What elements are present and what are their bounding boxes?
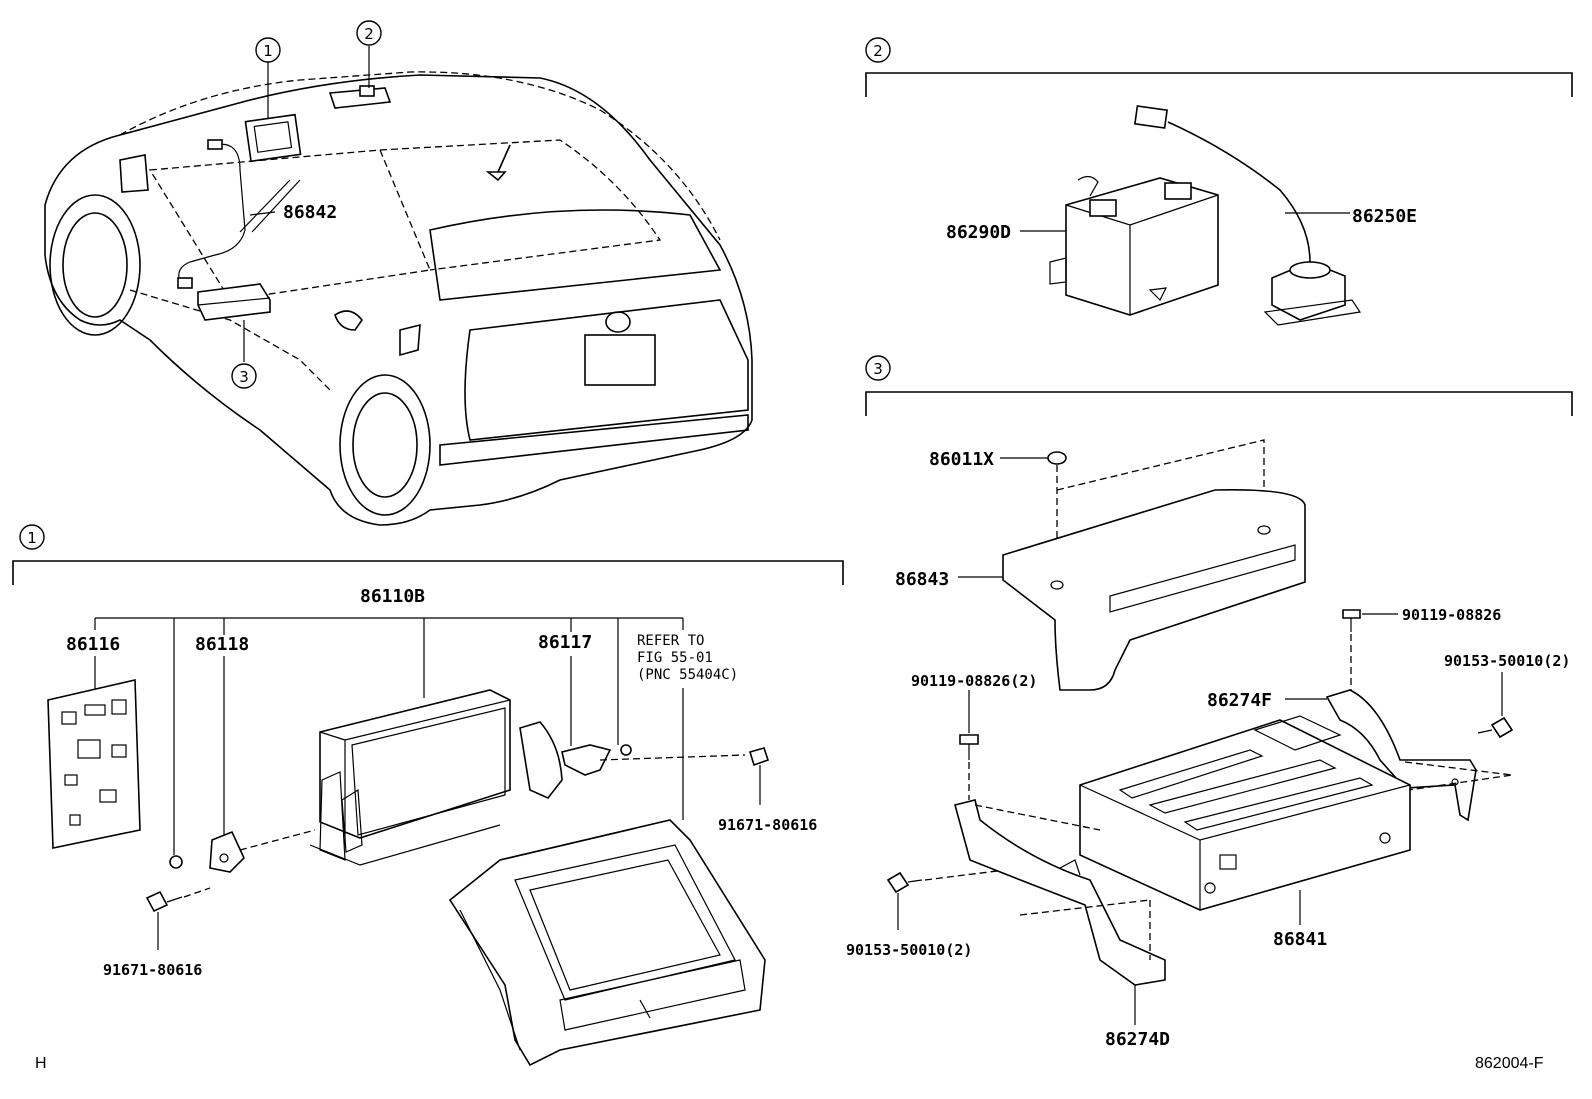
section-1: 1 86110B 86116 86118 86117 REFER TO FIG …: [12, 524, 844, 1067]
screw-90119-left: [959, 690, 979, 800]
part-label-86274d: 86274D: [1105, 1029, 1170, 1050]
car-overview-illustration: [44, 46, 753, 526]
refer-note-line2: FIG 55-01: [637, 650, 713, 666]
part-label-91671-80616-right: 91671-80616: [718, 816, 817, 834]
corner-mark: H: [35, 1055, 47, 1072]
svg-text:1: 1: [27, 529, 37, 547]
svg-text:3: 3: [873, 360, 883, 378]
bolt-90153-right: [1477, 672, 1514, 739]
part-86250e-antenna: [1133, 105, 1362, 326]
bolt-91671-right: [748, 747, 770, 805]
part-86110b-display-unit: [309, 689, 563, 866]
part-86116-circuit-board: [47, 656, 141, 849]
part-86843-cover: [1002, 488, 1306, 691]
callout-1-section: 1: [19, 524, 45, 550]
part-label-86290d: 86290D: [946, 222, 1011, 243]
part-label-86117: 86117: [538, 632, 592, 653]
part-label-86841: 86841: [1273, 929, 1327, 950]
part-86118-bracket: [209, 656, 316, 873]
part-label-86118: 86118: [195, 634, 249, 655]
refer-note-line3: (PNC 55404C): [637, 667, 738, 683]
part-label-86110b: 86110B: [360, 586, 425, 607]
bolt-91671-left: [145, 887, 211, 950]
svg-text:1: 1: [263, 42, 273, 60]
screw-small-left: [169, 855, 183, 869]
callout-3-section: 3: [865, 355, 891, 381]
part-86117-bracket: [561, 656, 746, 776]
part-label-86116: 86116: [66, 634, 120, 655]
svg-text:2: 2: [364, 25, 374, 43]
part-label-90119-08826-top: 90119-08826: [1402, 606, 1501, 624]
part-label-86011x: 86011X: [929, 449, 994, 470]
part-86290d-module: [1020, 175, 1219, 316]
part-label-86843: 86843: [895, 569, 949, 590]
callout-2-section: 2: [865, 37, 891, 63]
callout-3-overview: 3: [231, 363, 257, 389]
figure-code: 862004-F: [1475, 1055, 1544, 1072]
callout-2-overview: 2: [356, 20, 382, 46]
part-label-86842: 86842: [283, 202, 337, 223]
part-label-86250e: 86250E: [1352, 206, 1417, 227]
svg-text:2: 2: [873, 42, 883, 60]
part-label-90153-50010-right: 90153-50010(2): [1444, 652, 1570, 670]
part-label-91671-80616-left: 91671-80616: [103, 961, 202, 979]
part-label-90153-50010-left: 90153-50010(2): [846, 941, 972, 959]
part-label-90119-08826-left: 90119-08826(2): [911, 672, 1037, 690]
part-label-86274f: 86274F: [1207, 690, 1272, 711]
callout-1-overview: 1: [255, 37, 281, 63]
refer-note-line1: REFER TO: [637, 633, 704, 649]
screw-90119-top-right: [1342, 609, 1398, 695]
part-86011x-clip: [1047, 451, 1067, 465]
section-3: 3 86011X 86843 90119-08826: [846, 355, 1573, 1050]
bolt-90153-left: [886, 869, 1006, 930]
part-86841-unit: [1079, 715, 1411, 925]
section-2: 2 86290D 86250E: [865, 37, 1573, 326]
svg-text:3: 3: [239, 368, 249, 386]
panel-55404c-bezel: [448, 819, 766, 1067]
part-86274d-bracket: [954, 799, 1166, 1025]
part-86274f-bracket: [1285, 689, 1513, 822]
